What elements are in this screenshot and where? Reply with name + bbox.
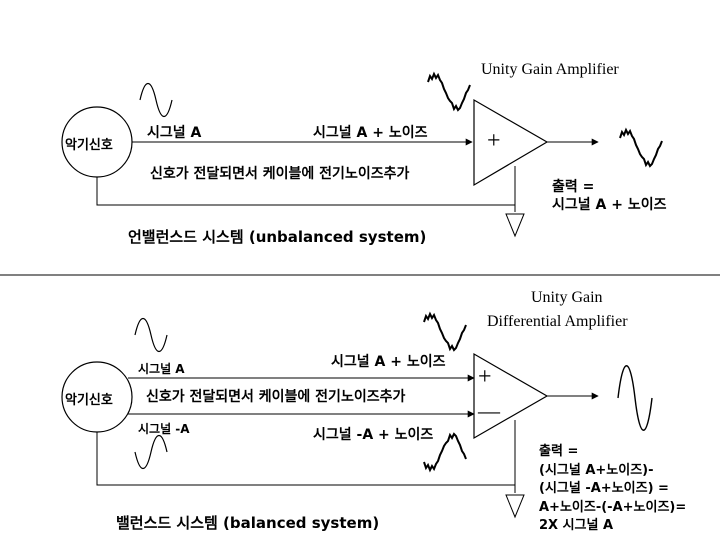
top-amplifier <box>473 98 549 187</box>
bottom-output-line2: (시그널 A+노이즈)- <box>539 463 654 478</box>
bottom-signal-neg-a-noise-label: 시그널 -A + 노이즈 <box>313 427 434 443</box>
bottom-output-line1: 출력 = <box>539 444 579 459</box>
bottom-signal-neg-a-label: 시그널 -A <box>138 422 190 436</box>
top-output-line2: 시그널 A + 노이즈 <box>552 197 667 213</box>
bottom-output-line3: (시그널 -A+노이즈) = <box>539 481 669 496</box>
top-noise-note: 신호가 전달되면서 케이블에 전기노이즈추가 <box>150 166 410 182</box>
top-source-label: 악기신호 <box>65 138 113 153</box>
bottom-amp-plus-symbol: + <box>478 364 492 390</box>
top-caption: 언밸런스드 시스템 (unbalanced system) <box>128 228 427 246</box>
bottom-ground-symbol <box>505 494 525 519</box>
top-clean-sine-wave <box>139 82 173 118</box>
bottom-noisy-wave-neg-a <box>423 432 467 473</box>
bottom-amp-minus-symbol: — <box>478 398 500 423</box>
bottom-diff-amplifier <box>473 352 549 440</box>
bottom-noisy-wave-a <box>423 311 467 352</box>
bottom-clean-sine-neg-a <box>134 434 168 470</box>
bottom-output-sine-2x <box>617 365 653 431</box>
top-noisy-wave-input <box>427 71 471 112</box>
bottom-amp-title-line1: Unity Gain <box>531 289 603 306</box>
bottom-noise-note: 신호가 전달되면서 케이블에 전기노이즈추가 <box>146 389 406 405</box>
bottom-signal-a-label: 시그널 A <box>138 362 185 376</box>
top-output-line1: 출력 = <box>552 179 595 195</box>
bottom-clean-sine-a <box>134 317 168 353</box>
bottom-caption: 밸런스드 시스템 (balanced system) <box>116 514 380 532</box>
bottom-source-label: 악기신호 <box>65 393 113 408</box>
bottom-amp-title-line2: Differential Amplifier <box>487 313 628 330</box>
bottom-ground-wire <box>96 432 516 493</box>
top-ground-symbol <box>505 213 525 238</box>
bottom-output-line4: A+노이즈-(-A+노이즈)= <box>539 500 687 515</box>
bottom-output-line5: 2X 시그널 A <box>539 518 614 533</box>
top-amp-title: Unity Gain Amplifier <box>481 61 619 78</box>
top-signal-noise-label: 시그널 A + 노이즈 <box>313 125 428 141</box>
top-signal-label: 시그널 A <box>147 125 202 141</box>
top-ground-wire <box>96 177 516 212</box>
bottom-signal-a-noise-label: 시그널 A + 노이즈 <box>331 354 446 370</box>
top-amp-plus-symbol: + <box>487 128 501 154</box>
top-noisy-wave-output <box>619 127 663 168</box>
